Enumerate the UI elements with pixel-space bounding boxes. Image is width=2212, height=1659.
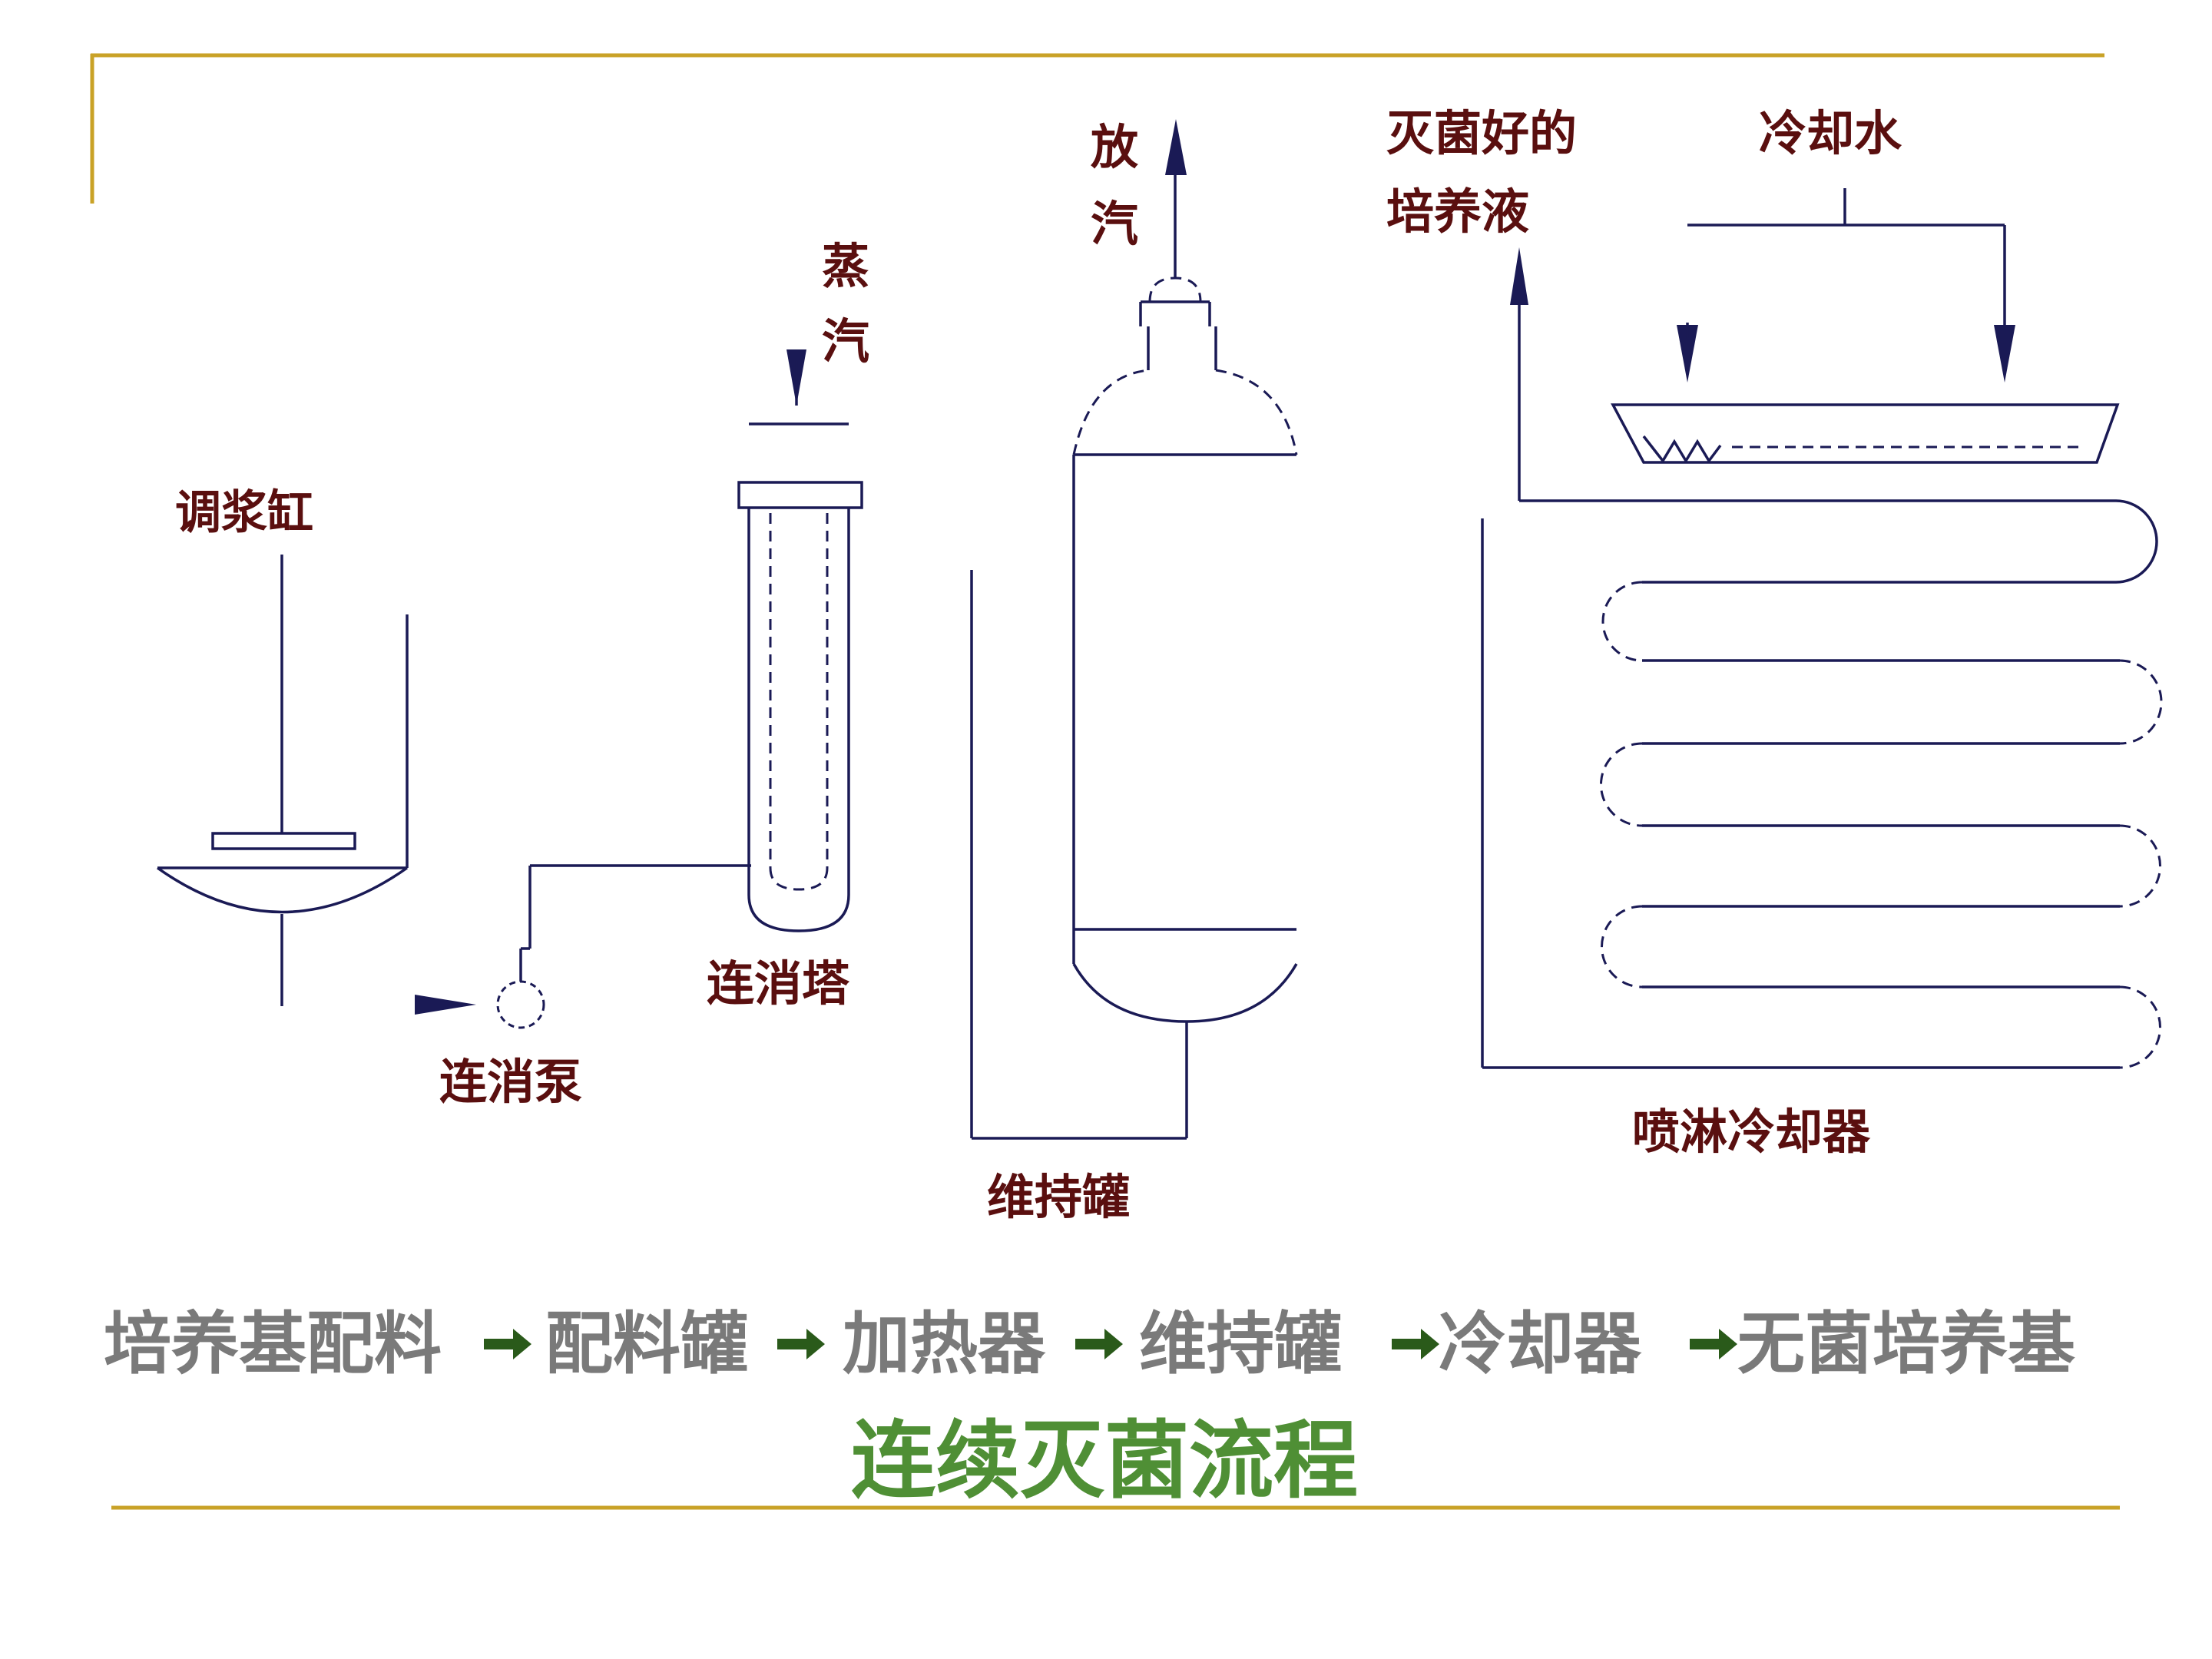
flow-step: 培养基配料 — [104, 1304, 442, 1383]
sterile-medium-outlet-arrow — [1510, 247, 1528, 305]
label-spray-cooler: 喷淋冷却器 — [1632, 1104, 1871, 1160]
flow-arrow-icon — [1392, 1329, 1439, 1359]
slide-frame — [90, 53, 2120, 1510]
cooling-water-arrow-right — [1994, 325, 2015, 382]
flow-arrow-icon — [1690, 1329, 1737, 1359]
flow-step: 配料罐 — [545, 1304, 748, 1383]
flow-arrow-icon — [484, 1329, 531, 1359]
label-mixing-tank: 调浆缸 — [175, 486, 313, 540]
pump-inlet-arrow — [415, 995, 476, 1015]
label-sterilizer-tower: 连消塔 — [707, 955, 850, 1012]
label-sterile-medium-1: 灭菌好的 — [1386, 105, 1577, 161]
flow-step: 维持罐 — [1139, 1304, 1342, 1383]
spray-cooler — [1481, 188, 2163, 1069]
vent-arrow — [1165, 119, 1187, 175]
label-vent-2: 汽 — [1091, 196, 1138, 252]
label-vent-1: 放 — [1091, 119, 1138, 175]
continuous-sterilizer-tower — [737, 349, 863, 932]
label-steam-top-1: 蒸 — [822, 238, 869, 294]
continuous-pump — [415, 864, 751, 1029]
label-steam-top-2: 汽 — [822, 313, 869, 369]
flow-step: 无菌培养基 — [1737, 1304, 2075, 1383]
flow-step: 冷却器 — [1439, 1304, 1642, 1383]
holding-tank-feed-line — [970, 570, 1188, 1140]
label-cooling-water: 冷却水 — [1759, 105, 1902, 161]
spray-trough — [1611, 403, 2120, 464]
label-sterile-medium-2: 培养液 — [1386, 184, 1529, 240]
cooling-water-arrow-left — [1677, 325, 1698, 382]
flow-arrow-icon — [777, 1329, 825, 1359]
label-continuous-pump: 连消泵 — [439, 1054, 582, 1110]
holding-tank — [1072, 119, 1298, 1023]
label-holding-tank: 维持罐 — [987, 1169, 1130, 1225]
page-title: 连续灭菌流程 — [851, 1412, 1358, 1510]
pump-body — [496, 980, 545, 1029]
flow-step: 加热器 — [843, 1304, 1046, 1383]
mixing-tank — [156, 555, 409, 1006]
process-flow: 培养基配料 配料罐 加热器 维持罐 冷却器 无菌培养基 — [104, 1304, 2075, 1383]
equipment-labels: 调浆缸 蒸 汽 放 汽 灭菌好的 培养液 冷却水 连消塔 连消泵 维持罐 喷淋冷… — [175, 105, 1902, 1225]
flow-arrow-icon — [1075, 1329, 1123, 1359]
